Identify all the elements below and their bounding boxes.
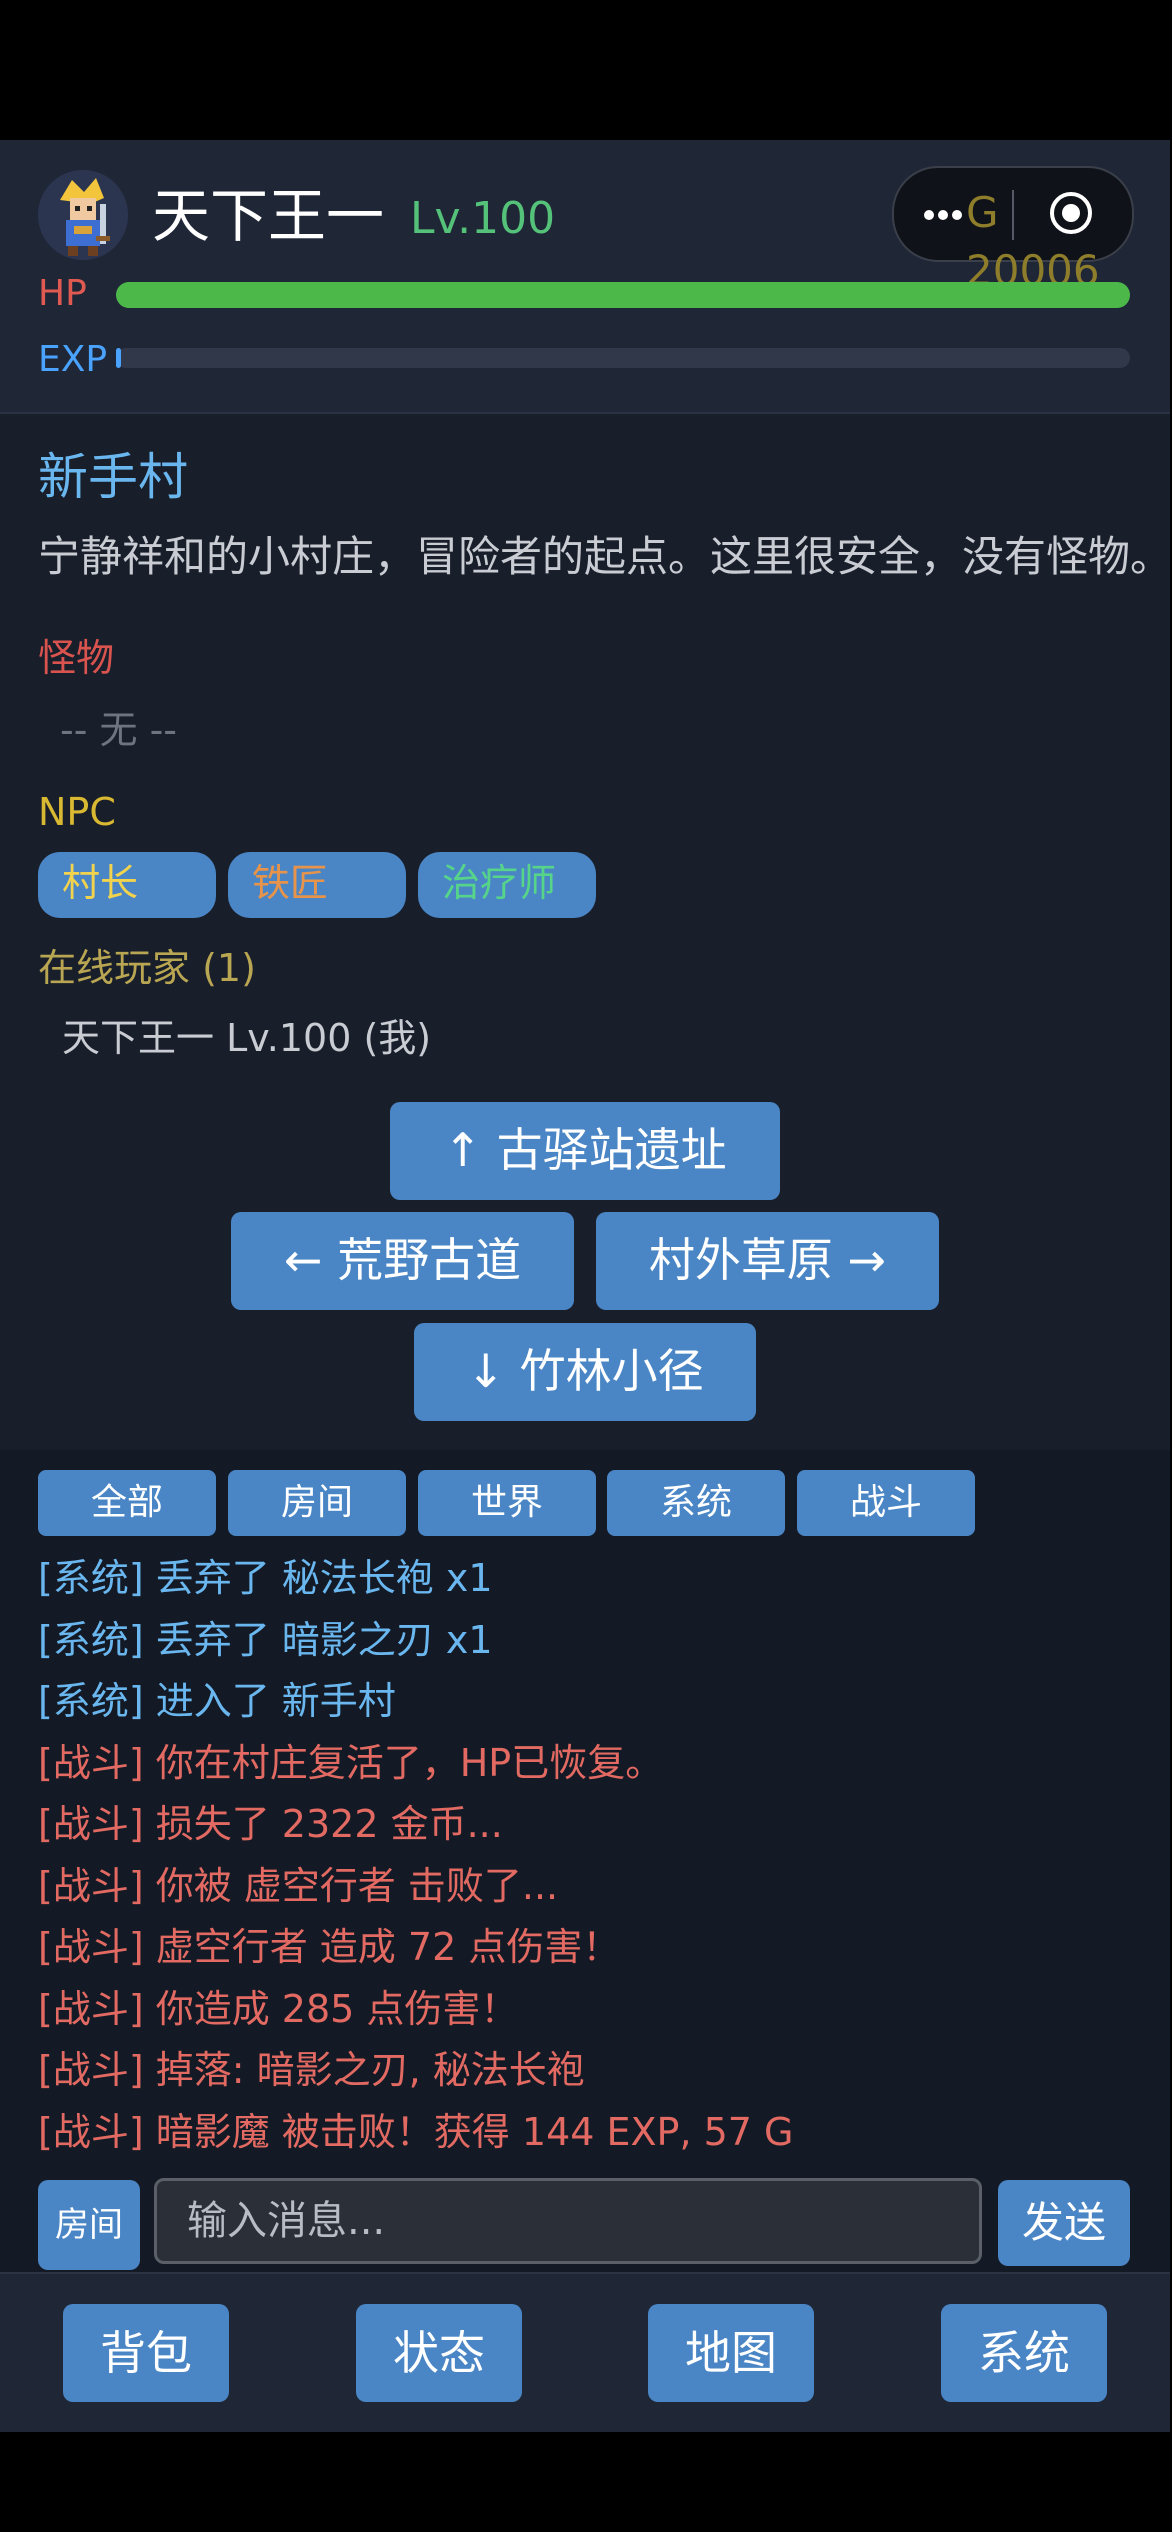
chat-message: [系统] 丢弃了 暗影之刃 x1 xyxy=(38,1617,493,1662)
hero-avatar-icon xyxy=(38,170,128,260)
player-header: 天下王一 Lv.100 G 20006 HP EXP xyxy=(0,140,1170,414)
menu-capsule[interactable]: G 20006 xyxy=(892,166,1134,295)
monster-empty-text: -- 无 -- xyxy=(60,708,178,752)
nav-inventory-button[interactable]: 背包 xyxy=(63,2304,229,2402)
npc-button-blacksmith[interactable]: 铁匠 xyxy=(228,852,406,918)
exp-label: EXP xyxy=(38,339,108,380)
chat-message: [战斗] 你造成 285 点伤害！ xyxy=(38,1986,519,2031)
game-app: 天下王一 Lv.100 G 20006 HP EXP 新手村 宁静祥和的小村庄，… xyxy=(0,140,1172,2432)
room-description: 宁静祥和的小村庄，冒险者的起点。这里很安全，没有怪物。 xyxy=(38,532,1172,581)
chat-message: [系统] 丢弃了 秘法长袍 x1 xyxy=(38,1556,493,1600)
chat-message: [战斗] 掉落: 暗影之刃, 秘法长袍 xyxy=(38,2048,585,2092)
close-mini-program-icon[interactable] xyxy=(1050,192,1092,234)
npc-section-title: NPC xyxy=(38,790,116,834)
chat-message: [战斗] 虚空行者 造成 72 点伤害！ xyxy=(38,1925,621,1969)
chat-tab-world[interactable]: 世界 xyxy=(418,1470,596,1536)
nav-system-button[interactable]: 系统 xyxy=(941,2304,1107,2402)
chat-message: [系统] 进入了 新手村 xyxy=(38,1679,396,1723)
hp-label: HP xyxy=(38,273,87,314)
exit-north-button[interactable]: ↑ 古驿站遗址 xyxy=(390,1102,780,1200)
exit-west-button[interactable]: ← 荒野古道 xyxy=(231,1212,574,1310)
nav-map-button[interactable]: 地图 xyxy=(648,2304,814,2402)
chat-tab-system[interactable]: 系统 xyxy=(607,1470,785,1536)
send-button[interactable]: 发送 xyxy=(998,2180,1130,2266)
chat-panel: 全部 房间 世界 系统 战斗 [系统] 丢弃了 秘法长袍 x1 [系统] 丢弃了… xyxy=(0,1450,1170,2416)
chat-channel-button[interactable]: 房间 xyxy=(38,2180,140,2270)
exp-bar-fill xyxy=(116,348,122,368)
exit-south-button[interactable]: ↓ 竹林小径 xyxy=(414,1323,756,1421)
exp-bar xyxy=(116,348,1130,368)
chat-message: [战斗] 暗影魔 被击败！获得 144 EXP, 57 G xyxy=(38,2109,794,2154)
npc-button-healer[interactable]: 治疗师 xyxy=(418,852,596,918)
chat-message: [战斗] 你在村庄复活了，HP已恢复。 xyxy=(38,1740,664,1785)
npc-button-village-chief[interactable]: 村长 xyxy=(38,852,216,918)
player-name: 天下王一 xyxy=(152,182,385,250)
exit-east-button[interactable]: 村外草原 → xyxy=(596,1212,939,1310)
chat-message-input[interactable] xyxy=(154,2178,982,2264)
capsule-divider xyxy=(1012,190,1014,240)
more-options-icon[interactable] xyxy=(924,210,984,224)
player-level: Lv.100 xyxy=(410,193,556,244)
chat-tab-room[interactable]: 房间 xyxy=(228,1470,406,1536)
chat-tab-all[interactable]: 全部 xyxy=(38,1470,216,1536)
chat-message-list: [系统] 丢弃了 秘法长袍 x1 [系统] 丢弃了 暗影之刃 x1 [系统] 进… xyxy=(38,1548,1148,2163)
nav-status-button[interactable]: 状态 xyxy=(356,2304,522,2402)
chat-message: [战斗] 你被 虚空行者 击败了... xyxy=(38,1863,559,1908)
online-player-item[interactable]: 天下王一 Lv.100 (我) xyxy=(62,1016,432,1060)
chat-message: [战斗] 损失了 2322 金币... xyxy=(38,1802,503,1846)
hp-bar-fill xyxy=(116,282,1130,308)
room-name: 新手村 xyxy=(38,448,188,506)
chat-tab-battle[interactable]: 战斗 xyxy=(797,1470,975,1536)
online-players-title: 在线玩家 (1) xyxy=(38,946,256,990)
monster-section-title: 怪物 xyxy=(38,636,115,680)
bottom-navigation: 背包 状态 地图 系统 xyxy=(0,2272,1170,2432)
hp-bar xyxy=(116,282,1130,308)
